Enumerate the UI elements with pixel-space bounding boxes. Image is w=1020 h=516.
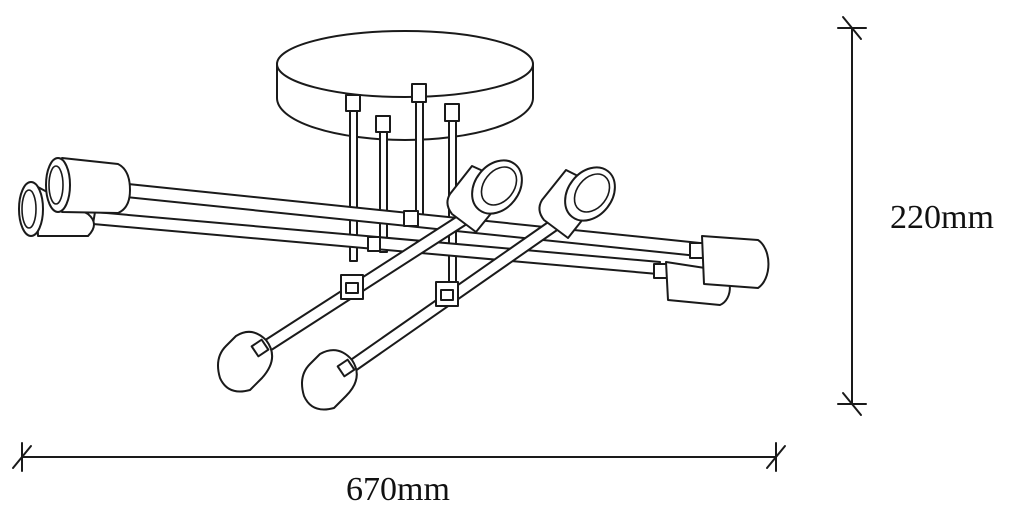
width-label: 670mm bbox=[346, 471, 450, 508]
socket-diagonal-upper-right bbox=[538, 166, 616, 239]
height-label: 220mm bbox=[890, 199, 994, 236]
height-dimension: 220mm bbox=[837, 16, 994, 416]
diagonal-arm-left bbox=[217, 159, 523, 393]
socket-diagonal-lower-left bbox=[217, 330, 273, 393]
socket-front-left bbox=[45, 157, 131, 214]
socket-diagonal-upper-left bbox=[446, 159, 523, 233]
diagonal-arm-right bbox=[301, 166, 616, 411]
front-arm-left-right bbox=[45, 157, 770, 289]
socket-front-right bbox=[689, 235, 770, 289]
ceiling-canopy bbox=[276, 30, 534, 141]
socket-diagonal-lower-right bbox=[301, 349, 358, 411]
width-dimension: 670mm bbox=[12, 442, 786, 508]
